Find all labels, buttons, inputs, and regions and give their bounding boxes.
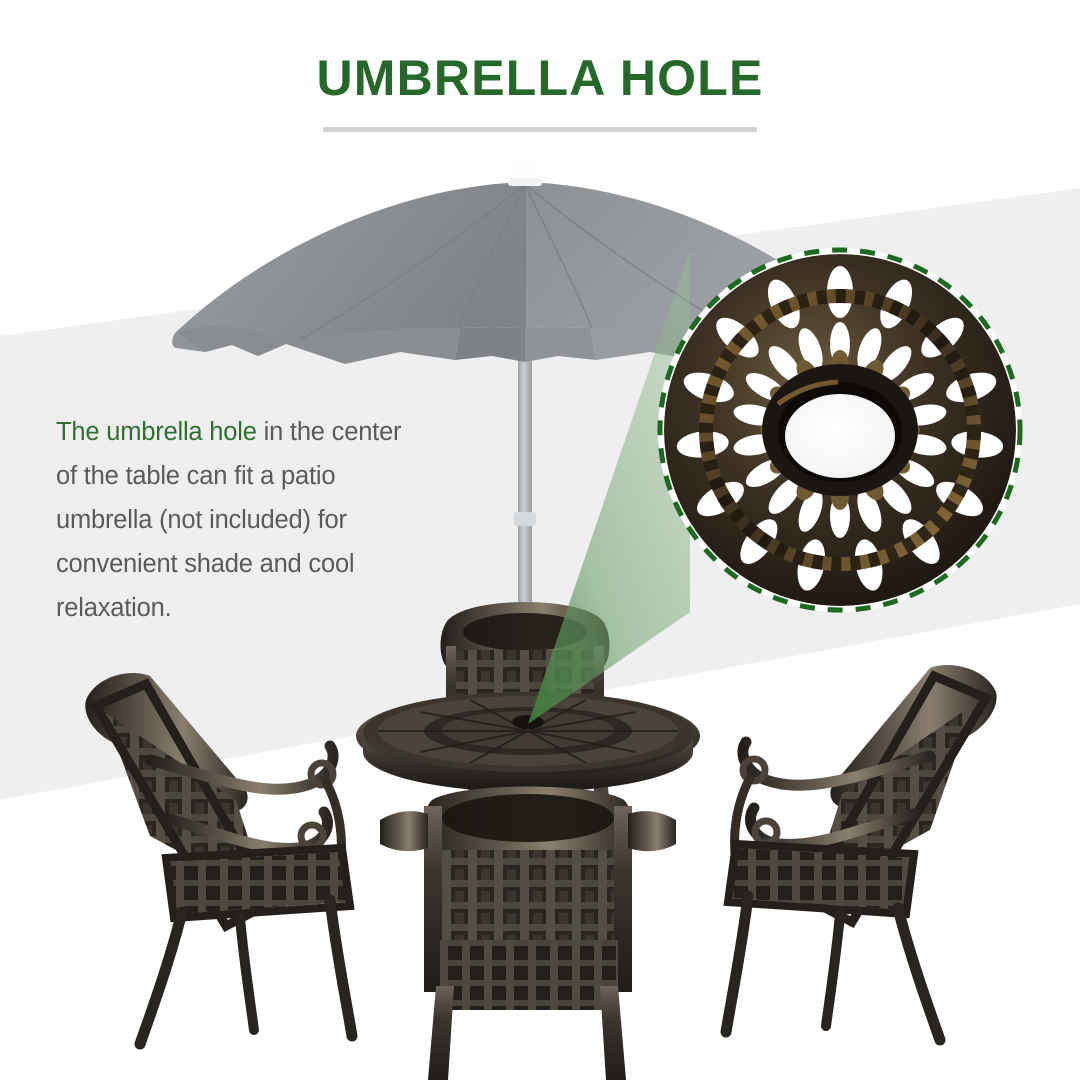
left-chair-seat-frame: [161, 843, 355, 923]
right-chair-seat: [730, 848, 912, 910]
left-chair-leg-front-right: [324, 894, 358, 1042]
front-chair-stile-right: [614, 806, 632, 992]
front-chair-seat: [440, 940, 618, 1010]
right-chair-seat-frame: [723, 839, 919, 919]
umbrella-valance-center-left: [455, 327, 525, 362]
front-chair-arm-right: [628, 811, 676, 852]
rope-band-twist: [699, 289, 981, 571]
dining-chair-left: [85, 673, 358, 1050]
center-chair-crest-medallion: [463, 613, 587, 651]
front-chair-leg-right: [600, 986, 626, 1080]
umbrella-valance-far-left: [176, 326, 286, 356]
description-text: The umbrella hole in the center of the t…: [56, 410, 408, 630]
dining-chair-right: [720, 665, 997, 1046]
right-chair-leg-rear: [821, 909, 845, 1031]
left-chair-arm-scroll-top: [307, 759, 337, 789]
right-chair-leg-front-left: [720, 890, 754, 1038]
right-chair-arm-scroll-top: [739, 755, 769, 785]
umbrella-hole-opening: [785, 394, 895, 478]
description-rest: in the center of the table can fit a pat…: [56, 417, 402, 622]
description-lead: The umbrella hole: [56, 417, 257, 446]
left-chair-leg-rear: [235, 913, 259, 1035]
left-chair-leg-front-left: [134, 906, 188, 1050]
dining-chair-center-front: [380, 786, 676, 1080]
detail-circle-content: [664, 254, 1016, 606]
hole-brass-highlight: [776, 379, 839, 406]
front-chair-leg-left: [428, 986, 454, 1080]
umbrella-valance-center-right: [525, 327, 596, 362]
right-chair-arm-top: [737, 736, 936, 791]
umbrella-finial: [511, 160, 539, 181]
table-umbrella-hole: [512, 715, 544, 729]
umbrella-valance-left: [286, 327, 460, 364]
right-chair-leg-front-right: [892, 902, 946, 1046]
front-chair-arm-left: [380, 811, 428, 852]
cone-shape: [528, 250, 690, 724]
table-apron: [363, 736, 693, 792]
left-chair-arm-top: [144, 740, 339, 795]
umbrella-canopy-left: [172, 182, 526, 356]
front-chair-crest-medallion: [442, 794, 614, 842]
front-chair-stile-left: [424, 806, 442, 992]
left-chair-seat: [168, 852, 348, 914]
umbrella-runner: [514, 512, 536, 526]
table-top-spokes: [378, 699, 678, 764]
detail-circle-dashed-border: [657, 247, 1023, 613]
umbrella-finial-collar: [508, 178, 542, 186]
